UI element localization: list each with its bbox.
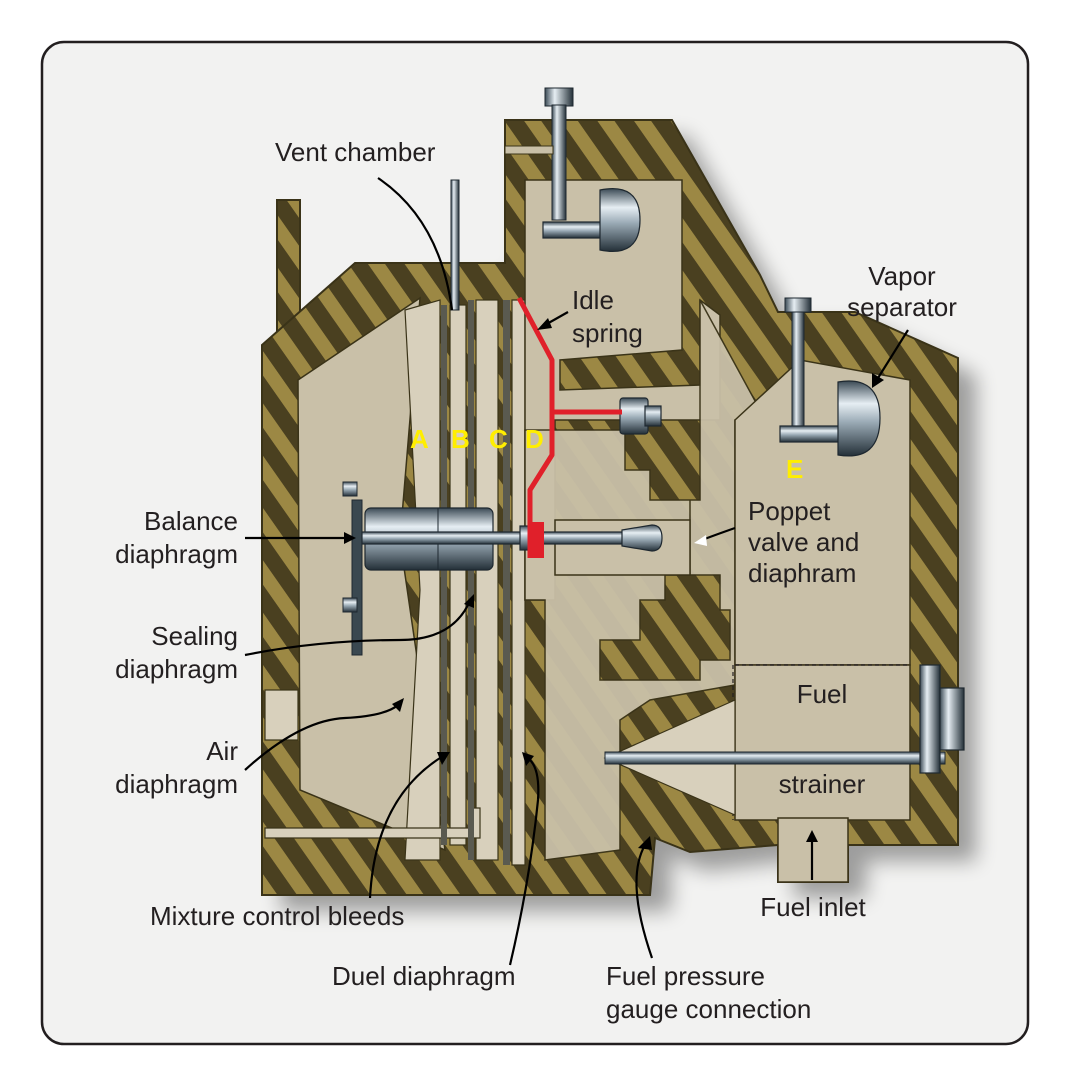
balance-diaphragm [342,481,363,656]
vent-chamber-label: Vent chamber [275,137,436,167]
poppet-cavity [554,519,691,576]
chamber-label-e: E [786,454,803,484]
chamber-d [511,299,526,866]
fuel-inlet-label: Fuel inlet [760,892,866,922]
chamber-b [449,304,467,846]
idle-spring [516,296,622,558]
chamber-c [475,299,499,861]
lower-passages [264,689,481,839]
fuel-strainer-assembly [603,664,965,816]
idle-valve [619,397,662,435]
duel-diaphragm-label: Duel diaphragm [332,961,516,991]
sealing-diaphragm [441,305,447,845]
top-fitting [504,87,641,252]
chamber-label-a: A [410,424,429,454]
fuel-strainer-label-top: Fuel [797,679,848,709]
poppet-valve [621,524,663,552]
duel-diaphragm [503,300,510,865]
air-diaphragm [468,300,474,860]
leader-lines [244,177,909,966]
vapor-separator-valve [779,297,881,457]
chamber-label-d: D [525,424,544,454]
fuel-strainer-label-bottom: strainer [779,769,866,799]
mixture-control-bleeds-label: Mixture control bleeds [150,901,404,931]
chamber-label-b: B [451,424,470,454]
chamber-label-c: C [489,424,508,454]
vent-tube [450,179,460,311]
